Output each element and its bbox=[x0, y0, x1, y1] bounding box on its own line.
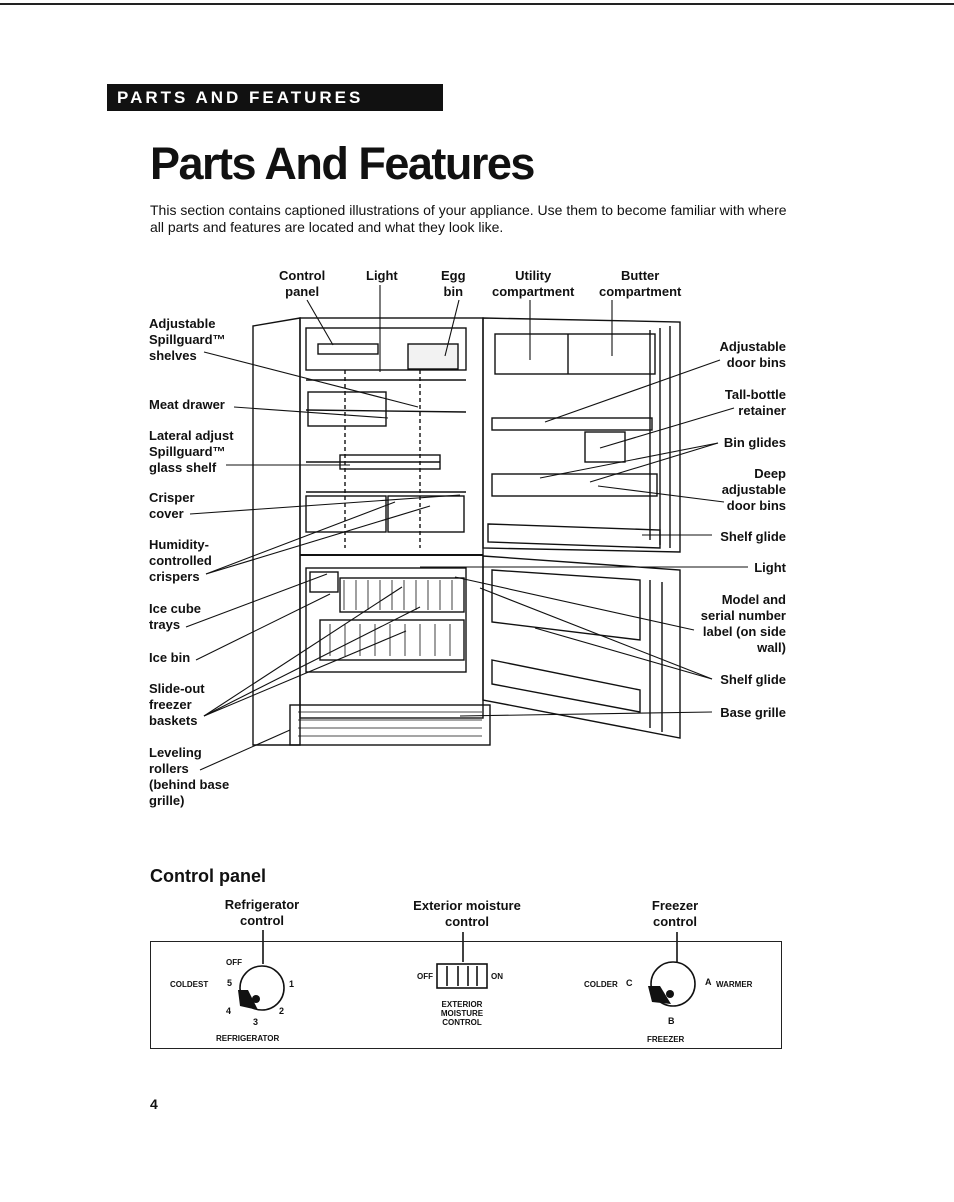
moisture-panel-label: EXTERIOR MOISTURE CONTROL bbox=[440, 1000, 484, 1027]
freezer-panel-label: FREEZER bbox=[647, 1035, 685, 1044]
moisture-off-mark: OFF bbox=[417, 972, 433, 981]
label-door-bins: Adjustable door bins bbox=[719, 339, 786, 370]
refrigerator-mark-5: 5 bbox=[227, 978, 233, 988]
label-ice-bin: Ice bin bbox=[149, 650, 191, 665]
top-rule bbox=[0, 3, 954, 5]
label-lateral-shelf: Lateral adjust Spillguard™ glass shelf bbox=[149, 428, 234, 475]
freezer-dial[interactable] bbox=[651, 962, 695, 1006]
label-bin-glides: Bin glides bbox=[723, 435, 786, 450]
label-meat-drawer: Meat drawer bbox=[149, 397, 225, 412]
label-shelf-glide-lower: Shelf glide bbox=[720, 672, 786, 687]
moisture-on-mark: ON bbox=[491, 972, 503, 981]
refrigerator-coldest-mark: COLDEST bbox=[170, 980, 209, 989]
label-shelf-glide-upper: Shelf glide bbox=[720, 529, 786, 544]
freezer-mark-c: C bbox=[626, 978, 633, 988]
exterior-moisture-switch[interactable] bbox=[437, 964, 487, 988]
label-egg-bin: Egg bin bbox=[441, 268, 466, 299]
label-crispers: Humidity- controlled crispers bbox=[149, 537, 212, 584]
label-light-top: Light bbox=[366, 268, 398, 283]
label-light-right: Light bbox=[754, 560, 786, 575]
freezer-warmer-mark: WARMER bbox=[716, 980, 753, 989]
moisture-control-caption: Exterior moisture control bbox=[413, 898, 521, 929]
refrigerator-mark-2: 2 bbox=[279, 1006, 285, 1016]
label-base-grille: Base grille bbox=[720, 705, 786, 720]
freezer-control-caption: Freezer control bbox=[651, 898, 699, 929]
label-control-panel: Control panel bbox=[279, 268, 326, 299]
label-freezer-baskets: Slide-out freezer baskets bbox=[149, 681, 205, 728]
refrigerator-dial[interactable] bbox=[240, 966, 284, 1010]
label-utility-compartment: Utility compartment bbox=[492, 268, 575, 299]
section-banner: PARTS AND FEATURES bbox=[107, 84, 443, 111]
refrigerator-mark-4: 4 bbox=[226, 1006, 232, 1016]
label-ice-trays: Ice cube trays bbox=[149, 601, 202, 632]
refrigerator-panel-label: REFRIGERATOR bbox=[216, 1034, 280, 1043]
label-shelves: Adjustable Spillguard™ shelves bbox=[149, 316, 226, 363]
label-crisper-cover: Crisper cover bbox=[149, 490, 195, 521]
page-title: Parts And Features bbox=[150, 138, 535, 189]
control-panel-box bbox=[150, 941, 782, 1049]
label-leveling-rollers: Leveling rollers (behind base grille) bbox=[149, 745, 230, 808]
freezer-colder-mark: COLDER bbox=[584, 980, 618, 989]
label-model-serial: Model and serial number label (on side w… bbox=[700, 592, 786, 655]
refrigerator-mark-1: 1 bbox=[289, 979, 295, 989]
freezer-mark-a: A bbox=[705, 977, 712, 987]
refrigerator-mark-3: 3 bbox=[253, 1017, 259, 1027]
freezer-mark-b: B bbox=[668, 1016, 675, 1026]
label-butter-compartment: Butter compartment bbox=[599, 268, 682, 299]
refrigerator-control-caption: Refrigerator control bbox=[224, 897, 300, 928]
label-tall-bottle-retainer: Tall-bottle retainer bbox=[724, 387, 786, 418]
page-number: 4 bbox=[150, 1096, 158, 1112]
control-panel-heading: Control panel bbox=[150, 866, 266, 886]
label-deep-door-bins: Deep adjustable door bins bbox=[721, 466, 786, 513]
refrigerator-off-mark: OFF bbox=[226, 958, 242, 967]
intro-paragraph: This section contains captioned illustra… bbox=[150, 202, 787, 235]
